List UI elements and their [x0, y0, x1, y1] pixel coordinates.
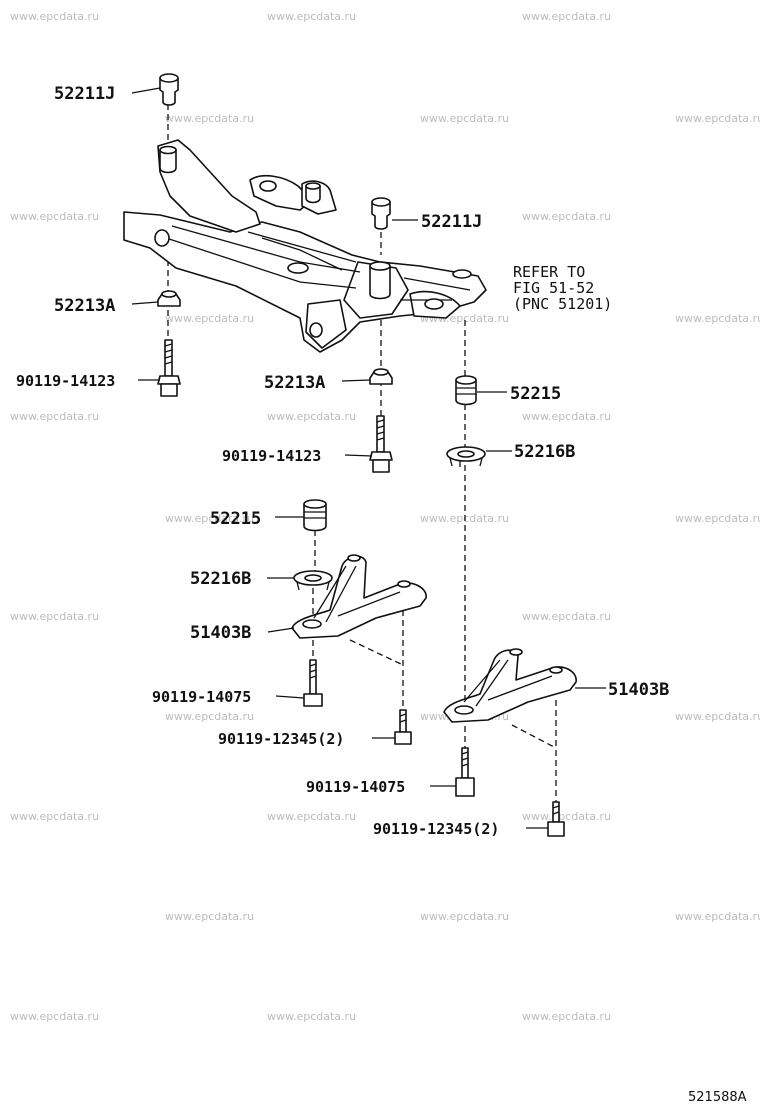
- leader-line: [344, 454, 373, 457]
- label-51403b-right: 51403B: [608, 680, 669, 700]
- leader-line: [341, 379, 371, 382]
- watermark: www.epcdata.ru: [165, 312, 254, 325]
- leader-lines: [131, 87, 606, 829]
- watermark: www.epcdata.ru: [10, 410, 99, 423]
- watermark: www.epcdata.ru: [10, 810, 99, 823]
- bolt-90119-14123-left: [157, 339, 181, 397]
- stopper-52213a-mid: [369, 368, 393, 385]
- bolt-hole: [259, 180, 277, 192]
- watermark: www.epcdata.ru: [165, 512, 254, 525]
- label-90119-14123-mid: 90119-14123: [222, 447, 321, 465]
- plate-52216b-right: [446, 446, 486, 467]
- label-52211j-mid: 52211J: [421, 212, 482, 232]
- cushion-52215-left: [303, 499, 327, 532]
- label-52211j-top: 52211J: [54, 84, 115, 104]
- bolt-hole: [347, 554, 361, 562]
- stopper-52213a-left: [157, 290, 181, 307]
- watermark: www.epcdata.ru: [420, 112, 509, 125]
- bracket-51403b-right: [443, 648, 577, 723]
- cushion-52211j-top: [159, 73, 179, 106]
- watermark: www.epcdata.ru: [420, 910, 509, 923]
- watermark: www.epcdata.ru: [10, 210, 99, 223]
- reference-line-1: REFER TO: [513, 263, 585, 281]
- watermark: www.epcdata.ru: [10, 10, 99, 23]
- watermark: www.epcdata.ru: [10, 610, 99, 623]
- watermark: www.epcdata.ru: [267, 410, 356, 423]
- watermark: www.epcdata.ru: [267, 1010, 356, 1023]
- watermark: www.epcdata.ru: [522, 810, 611, 823]
- drawing-code: 521588A: [688, 1090, 747, 1105]
- watermark: www.epcdata.ru: [675, 312, 760, 325]
- bolt-90119-14075-right: [455, 747, 475, 797]
- leader-line: [131, 301, 159, 305]
- reference-note: REFER TO FIG 51-52 (PNC 51201): [513, 263, 612, 313]
- bolt-hole: [509, 648, 523, 656]
- watermark: www.epcdata.ru: [165, 910, 254, 923]
- label-90119-12345-left: 90119-12345(2): [218, 730, 344, 748]
- label-52215-right: 52215: [510, 384, 561, 404]
- reference-line-3: (PNC 51201): [513, 295, 612, 313]
- bolt-hole: [452, 269, 472, 279]
- label-52216b-right: 52216B: [514, 442, 575, 462]
- assembly-line: [511, 724, 557, 749]
- watermark: www.epcdata.ru: [522, 610, 611, 623]
- part-labels: 52211J 52211J 52213A 52213A 90119-14123 …: [16, 84, 669, 838]
- bolt-90119-12345-right: [547, 801, 565, 837]
- label-90119-12345-right: 90119-12345(2): [373, 820, 499, 838]
- watermark: www.epcdata.ru: [675, 710, 760, 723]
- watermark: www.epcdata.ru: [522, 1010, 611, 1023]
- watermark: www.epcdata.ru: [267, 10, 356, 23]
- watermark: www.epcdata.ru: [522, 10, 611, 23]
- label-90119-14075-right: 90119-14075: [306, 778, 405, 796]
- watermark: www.epcdata.ru: [675, 910, 760, 923]
- label-52216b-left: 52216B: [190, 569, 251, 589]
- cushion-52215-right: [455, 375, 477, 406]
- bolt-90119-14075-left: [303, 659, 323, 707]
- reference-line-2: FIG 51-52: [513, 279, 594, 297]
- leader-line: [267, 627, 295, 633]
- label-51403b-left: 51403B: [190, 623, 251, 643]
- bolt-hole: [287, 262, 309, 274]
- label-90119-14123-left: 90119-14123: [16, 372, 115, 390]
- watermark-layer: www.epcdata.ru www.epcdata.ru www.epcdat…: [10, 10, 760, 1023]
- label-90119-14075-left: 90119-14075: [152, 688, 251, 706]
- bolt-90119-14123-mid: [369, 415, 393, 473]
- bolt-90119-12345-left: [394, 709, 412, 745]
- watermark: www.epcdata.ru: [675, 512, 760, 525]
- bolt-hole: [309, 322, 323, 338]
- label-52213a-left: 52213A: [54, 296, 115, 316]
- bolt-hole: [424, 298, 444, 310]
- label-52215-left: 52215: [210, 509, 261, 529]
- watermark: www.epcdata.ru: [675, 112, 760, 125]
- bolt-hole: [549, 666, 563, 674]
- watermark: www.epcdata.ru: [165, 112, 254, 125]
- watermark: www.epcdata.ru: [165, 710, 254, 723]
- watermark: www.epcdata.ru: [522, 410, 611, 423]
- bolt-hole: [302, 619, 322, 629]
- watermark: www.epcdata.ru: [267, 810, 356, 823]
- bolt-hole: [397, 580, 411, 588]
- watermark: www.epcdata.ru: [10, 1010, 99, 1023]
- assembly-line: [349, 639, 404, 666]
- leader-line: [131, 87, 161, 94]
- cushion-52211j-mid: [371, 197, 391, 230]
- suspension-crossmember: [123, 139, 487, 353]
- bolt-hole: [454, 705, 474, 715]
- label-52213a-mid: 52213A: [264, 373, 325, 393]
- watermark: www.epcdata.ru: [522, 210, 611, 223]
- plate-52216b-left: [293, 570, 333, 591]
- leader-line: [275, 695, 305, 699]
- bolt-hole: [154, 229, 170, 247]
- bracket-51403b-left: [291, 554, 427, 639]
